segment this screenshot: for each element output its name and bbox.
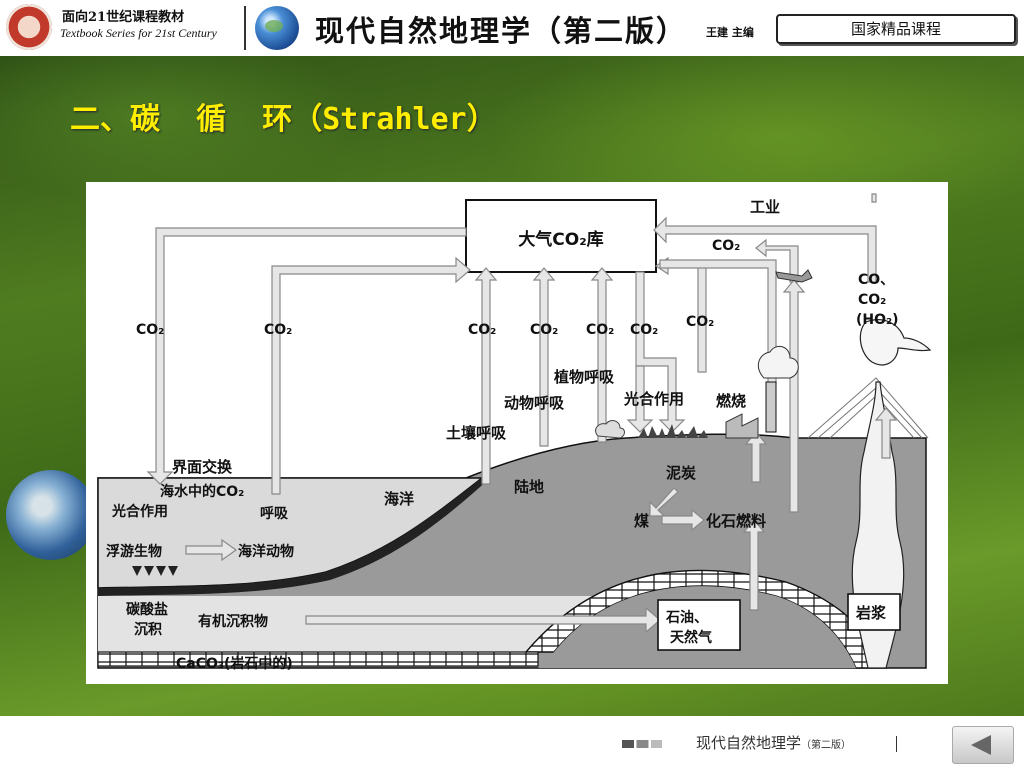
label-fossil-fuel: 化石燃料 [706, 512, 766, 530]
university-seal-icon [6, 4, 52, 50]
factory-icon [725, 345, 799, 439]
label-marine-animals: 海洋动物 [238, 543, 294, 560]
label-gas: 天然气 [670, 629, 712, 646]
arrow-industry [653, 216, 877, 283]
label-oil: 石油、 [665, 609, 708, 626]
plankton-arrows [132, 566, 178, 576]
footer-edition: （第二版） [801, 740, 852, 751]
arrow-animal-respiration [532, 267, 556, 447]
footer-decoration [622, 740, 662, 748]
rock-strata [97, 651, 539, 667]
label-seawater-co2: 海水中的CO₂ [160, 483, 244, 500]
label-co2-3: CO₂ [468, 322, 496, 338]
label-co2-5: CO₂ [586, 322, 614, 338]
label-peat: 泥炭 [666, 464, 696, 482]
label-carbonate-1: 碳酸盐 [126, 601, 168, 618]
arrow-factory [744, 431, 768, 483]
series-title-en: Textbook Series for 21st Century [60, 26, 217, 40]
vegetation-icon [638, 424, 708, 438]
ocean-floor-band [98, 478, 490, 596]
arrow-volcano-gas [874, 407, 898, 459]
earth-icon [6, 470, 96, 560]
book-title: 现代自然地理学（第二版） [315, 14, 688, 48]
arrow-plankton-to-animals [185, 538, 238, 562]
label-co2-plane: CO₂ [712, 238, 740, 254]
label-co2-6: CO₂ [630, 322, 658, 338]
author-label: 王建 主编 [706, 26, 754, 39]
label-animal-respiration: 动物呼吸 [504, 394, 565, 412]
oil-gas-box [657, 599, 741, 651]
label-combustion: 燃烧 [716, 392, 746, 410]
header-bar: 面向21世纪课程教材 Textbook Series for 21st Cent… [0, 0, 1024, 56]
flux-arrows [146, 193, 898, 634]
arrow-photosynthesis [635, 271, 686, 433]
label-industry: 工业 [750, 198, 780, 216]
arrow-sediment-to-oil [305, 606, 661, 634]
volcanic-cloud [859, 319, 932, 366]
label-volcanic-co: CO、 [858, 272, 894, 288]
label-carbonate-2: 沉积 [134, 621, 162, 638]
arrow-oil-to-fossil [742, 519, 766, 611]
arrow-ocean-to-atmosphere [271, 256, 471, 495]
label-ocean: 海洋 [384, 490, 414, 508]
label-plant-respiration: 植物呼吸 [554, 368, 615, 386]
carbon-cycle-diagram: 大气CO₂库 工业 CO₂ CO、 CO₂ (HO₂) CO₂ CO₂ CO₂ … [86, 182, 948, 684]
arrow-plant-respiration [590, 267, 614, 443]
label-soil-respiration: 土壤呼吸 [446, 424, 507, 442]
header-divider [244, 6, 246, 50]
label-co2-1: CO₂ [136, 322, 164, 338]
label-respiration: 呼吸 [260, 505, 289, 522]
label-co2-4: CO₂ [530, 322, 558, 338]
series-title-cn: 面向21世纪课程教材 [62, 10, 185, 25]
arrow-coal-to-fossil [661, 508, 705, 532]
arrow-peat-to-coal [649, 487, 679, 517]
footer-bar: 现代自然地理学（第二版） [0, 716, 1024, 768]
arrow-fossil-to-air [782, 279, 806, 513]
label-photosynthesis-land: 光合作用 [623, 390, 684, 408]
label-volcanic-co2: CO₂ [858, 292, 886, 308]
label-volcanic-ho2: (HO₂) [856, 312, 899, 328]
arrow-soil-respiration [474, 267, 498, 485]
footer-book-title: 现代自然地理学（第二版） [696, 732, 851, 753]
label-interface-exchange: 界面交换 [172, 458, 233, 476]
label-photosynthesis-ocean: 光合作用 [111, 503, 168, 520]
arrow-atmosphere-to-ocean [146, 227, 467, 485]
label-rock-caco3: CaCO₃(岩石中的) [176, 655, 293, 672]
label-atmosphere: 大气CO₂库 [518, 229, 603, 250]
airplane-icon [775, 269, 813, 283]
animal-icon [595, 420, 625, 439]
label-organic-sediment: 有机沉积物 [198, 613, 268, 630]
label-co2-7: CO₂ [686, 314, 714, 330]
course-badge[interactable]: 国家精品课程 [776, 14, 1016, 44]
carbon-cycle-svg: 大气CO₂库 工业 CO₂ CO、 CO₂ (HO₂) CO₂ CO₂ CO₂ … [86, 182, 948, 684]
label-magma: 岩浆 [855, 604, 887, 622]
footer-book: 现代自然地理学 [696, 734, 802, 752]
footer-separator [896, 736, 897, 752]
label-co2-2: CO₂ [264, 322, 292, 338]
magma-box [847, 593, 901, 631]
slide-title: 二、碳 循 环（Strahler） [70, 102, 497, 137]
label-land: 陆地 [514, 478, 544, 496]
previous-slide-button[interactable] [952, 726, 1014, 764]
label-plankton: 浮游生物 [106, 543, 162, 560]
label-coal: 煤 [634, 512, 649, 530]
atmosphere-co2-pool [465, 199, 657, 273]
globe-icon [255, 6, 299, 50]
